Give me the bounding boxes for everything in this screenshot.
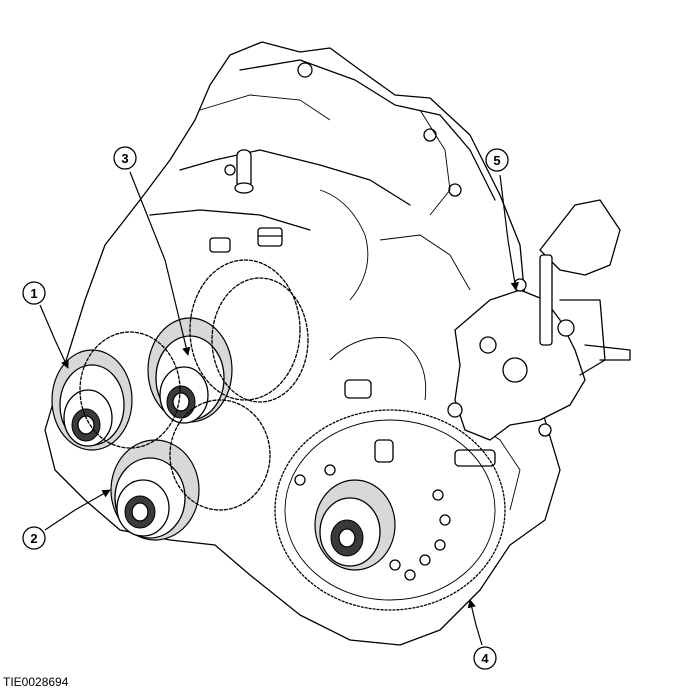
- callout-2-number: 2: [30, 531, 37, 546]
- gear-stack-rear: [79, 259, 309, 511]
- callout-3: 3: [113, 146, 137, 170]
- leader-1: [39, 304, 69, 369]
- callout-5-number: 5: [493, 153, 500, 168]
- figure-id-label: TIE0028694: [3, 675, 69, 689]
- leader-3: [129, 171, 191, 356]
- leader-5: [499, 174, 519, 291]
- gear-selector-mechanism: [447, 199, 631, 441]
- leader-2: [44, 489, 111, 531]
- callout-4-number: 4: [481, 651, 489, 666]
- callout-5: 5: [485, 148, 509, 172]
- differential-ring-gear: [274, 409, 506, 611]
- gear-shaft-3: [147, 317, 233, 424]
- leader-4: [467, 599, 483, 646]
- gear-shaft-2: [110, 439, 200, 541]
- callout-1-number: 1: [30, 286, 37, 301]
- callout-4: 4: [473, 646, 497, 670]
- callout-3-number: 3: [121, 151, 128, 166]
- callout-2: 2: [22, 526, 46, 550]
- leader-lines: [39, 171, 519, 646]
- housing-fittings: [209, 149, 496, 467]
- gear-shaft-1: [51, 349, 133, 451]
- callout-1: 1: [22, 281, 46, 305]
